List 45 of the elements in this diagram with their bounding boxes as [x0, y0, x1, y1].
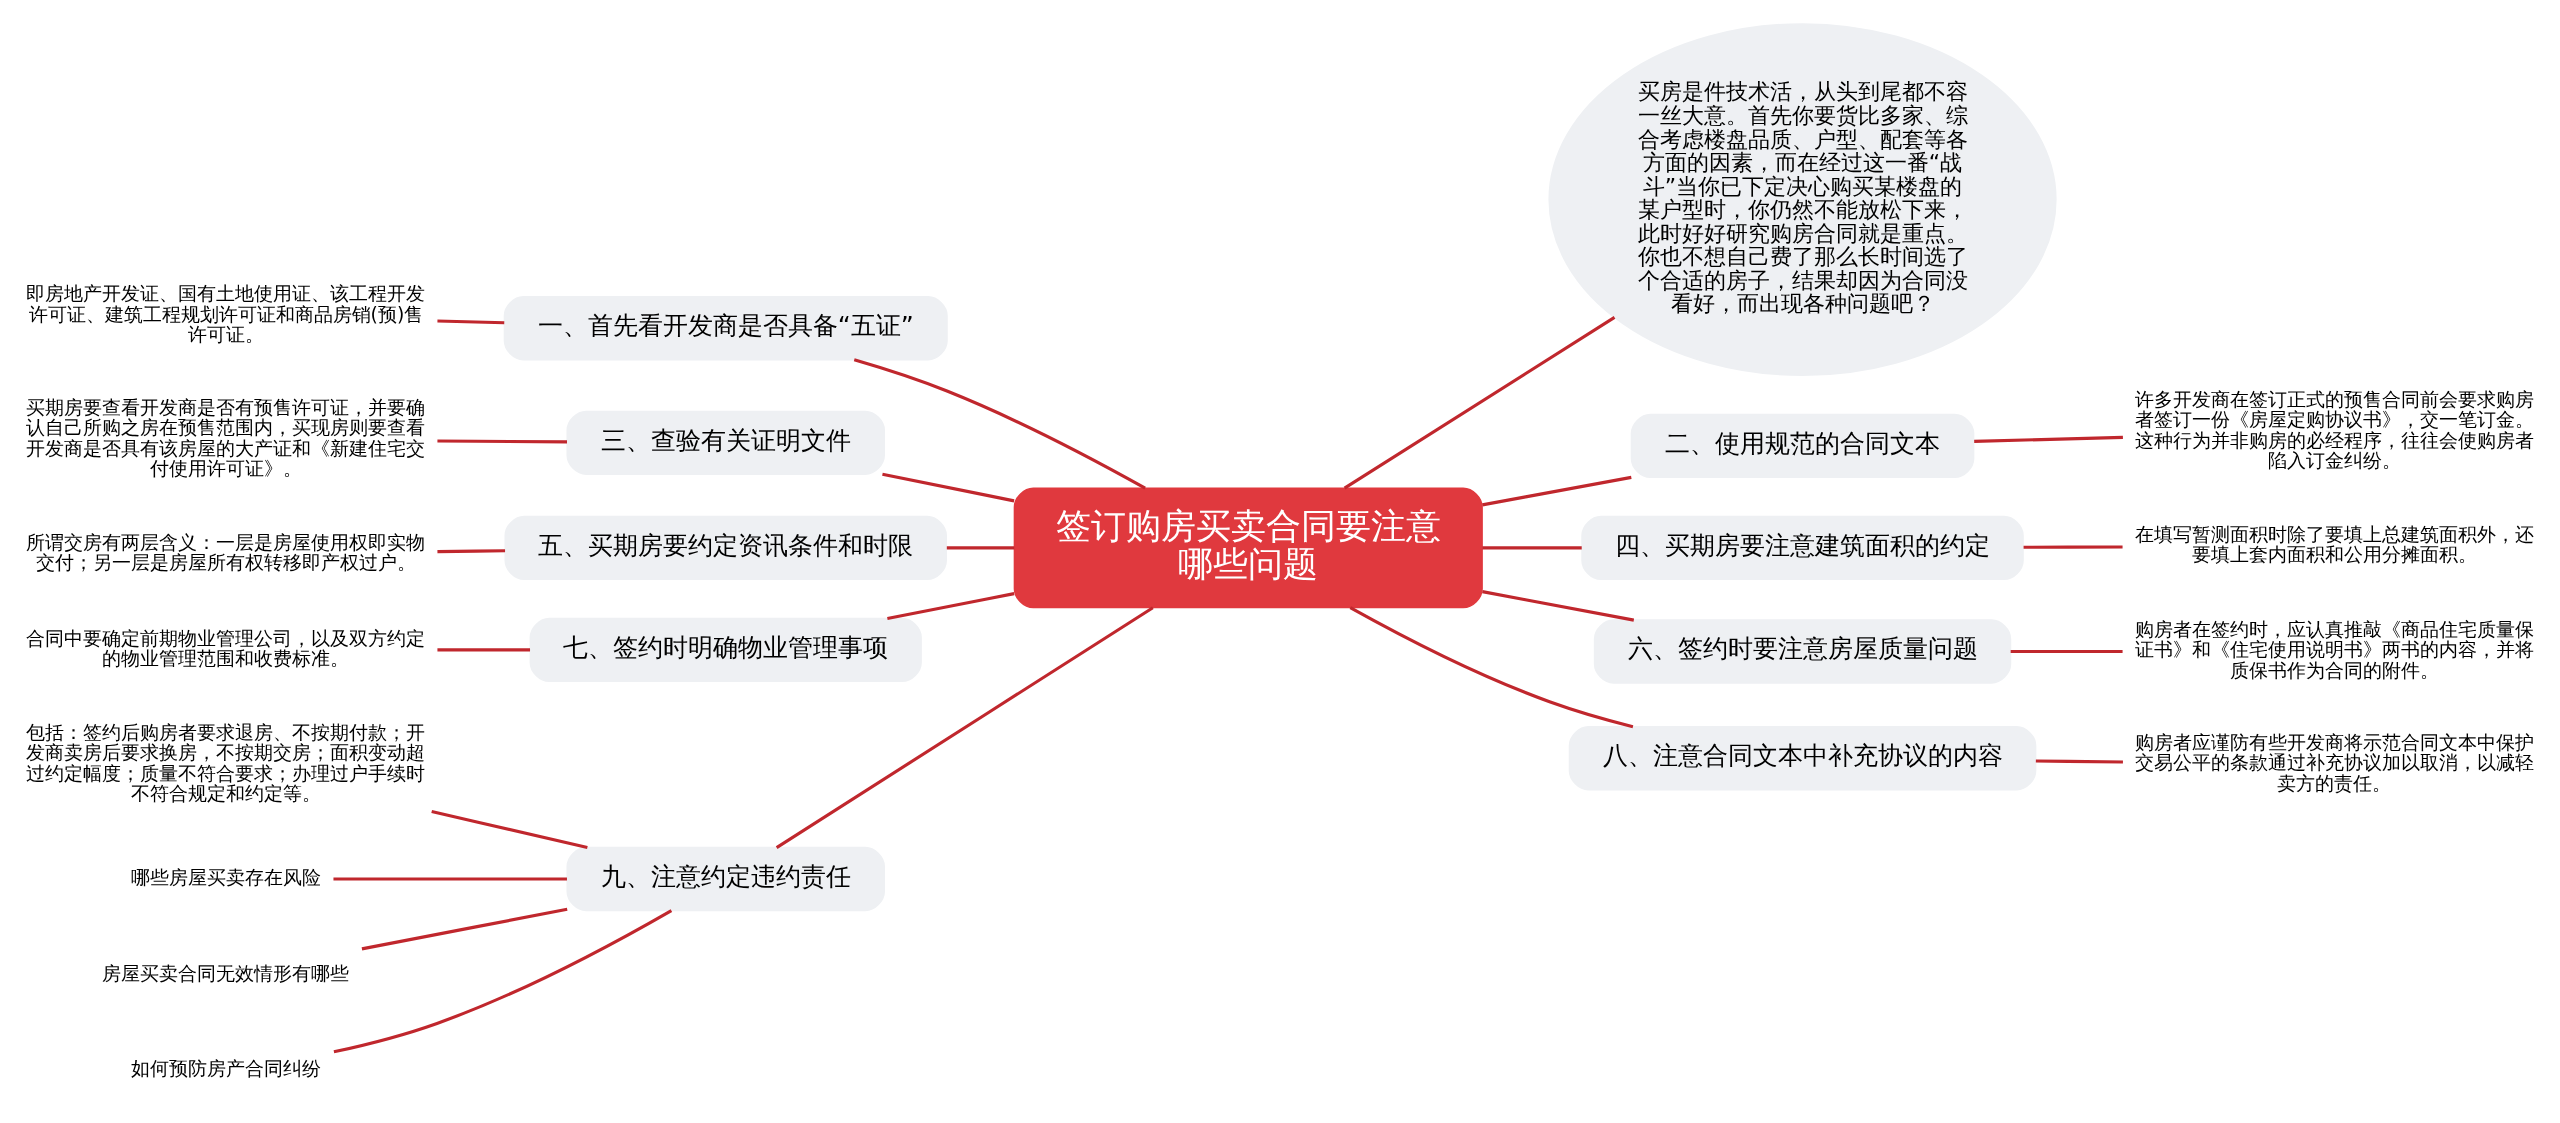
connector — [1482, 590, 1635, 622]
node-box: 八、注意合同文本中补充协议的内容 — [1568, 726, 2037, 791]
connector — [333, 877, 567, 881]
node-text: 哪些房屋买卖存在风险 — [130, 866, 321, 888]
connector — [1482, 546, 1582, 550]
node-text: 即房地产开发证、国有土地使用证、该工程开发许可证、建筑工程规划许可证和商品房销(预)售许可证。 — [26, 283, 426, 345]
connector — [887, 592, 1015, 621]
connector — [2010, 649, 2123, 654]
connector — [333, 909, 673, 1054]
node-box: 二、使用规范的合同文本 — [1630, 413, 1975, 479]
connector — [2035, 759, 2123, 764]
connector — [1343, 316, 1616, 490]
node-text: 如何预防房产合同纠纷 — [130, 1058, 321, 1080]
connector — [361, 907, 568, 951]
node-text: 包括：签约后购房者要求退房、不按期付款；开发商卖房后要求换房，不按期交房；面积变动超过约定幅度；质量不符合要求；办理过户手续时不符合规定和约定等。 — [26, 721, 426, 804]
node-text: 买期房要查看开发商是否有预售许可证，并要确认自己所购之房在预售范围内，买现房则要查看开发商是否具有该房屋的大产证和《新建住宅交付使用许可证》。 — [26, 396, 426, 480]
node-box: 三、查验有关证明文件 — [566, 410, 885, 475]
connector — [882, 472, 1015, 503]
node-ellipse: 买房是件技术活，从头到尾都不容一丝大意。首先你要货比多家、综合考虑楼盘品质、户型、配套等各方面的因素，而在经过这一番“战斗”当你已下定决心购买某楼盘的某户型时，你仍然不能放松下来，此时好好研究购房合同就是重点。你也不想自己费了那么长时间选了个合适的房子，结果却因为合同没看好，而出现各种问题吧？ — [1548, 23, 2057, 377]
node-text: 所谓交房有两层含义：一层是房屋使用权即实物交付；另一层是房屋所有权转移即产权过户。 — [26, 531, 426, 574]
connector — [2023, 545, 2123, 549]
connector — [437, 319, 505, 325]
node-box: 四、买期房要注意建筑面积的约定 — [1581, 515, 2024, 581]
connector — [437, 648, 531, 652]
connector — [1974, 435, 2123, 443]
connector — [437, 439, 568, 444]
connector — [431, 810, 588, 849]
connector — [437, 549, 506, 554]
node-box: 五、买期房要约定资讯条件和时限 — [504, 515, 947, 581]
node-box: 签订购房买卖合同要注意哪些问题 — [1013, 487, 1483, 609]
node-box: 七、签约时明确物业管理事项 — [529, 617, 922, 683]
node-text: 房屋买卖合同无效情形有哪些 — [102, 962, 350, 984]
node-box: 六、签约时要注意房屋质量问题 — [1593, 619, 2012, 684]
node-text: 购房者在签约时，应认真推敲《商品住宅质量保证书》和《住宅使用说明书》两书的内容，并将质保书作为合同的附件。 — [2134, 618, 2534, 681]
connector — [853, 358, 1146, 490]
node-text: 购房者应谨防有些开发商将示范合同文本中保护交易公平的条款通过补充协议加以取消，以减轻卖方的责任。 — [2134, 731, 2534, 794]
node-text: 在填写暂测面积时除了要填上总建筑面积外，还要填上套内面积和公用分摊面积。 — [2134, 524, 2534, 566]
node-text: 许多开发商在签订正式的预售合同前会要求购房者签订一份《房屋定购协议书》，交一笔订金。这种行为并非购房的必经程序，往往会使购房者陷入订金纠纷。 — [2134, 389, 2534, 472]
node-box: 九、注意约定违约责任 — [566, 846, 885, 912]
node-box: 一、首先看开发商是否具备“五证” — [503, 296, 948, 361]
connector — [775, 606, 1154, 849]
connector — [946, 546, 1015, 550]
node-text: 合同中要确定前期物业管理公司，以及双方约定的物业管理范围和收费标准。 — [26, 627, 426, 669]
connector — [1482, 475, 1632, 507]
connector — [1349, 606, 1634, 729]
